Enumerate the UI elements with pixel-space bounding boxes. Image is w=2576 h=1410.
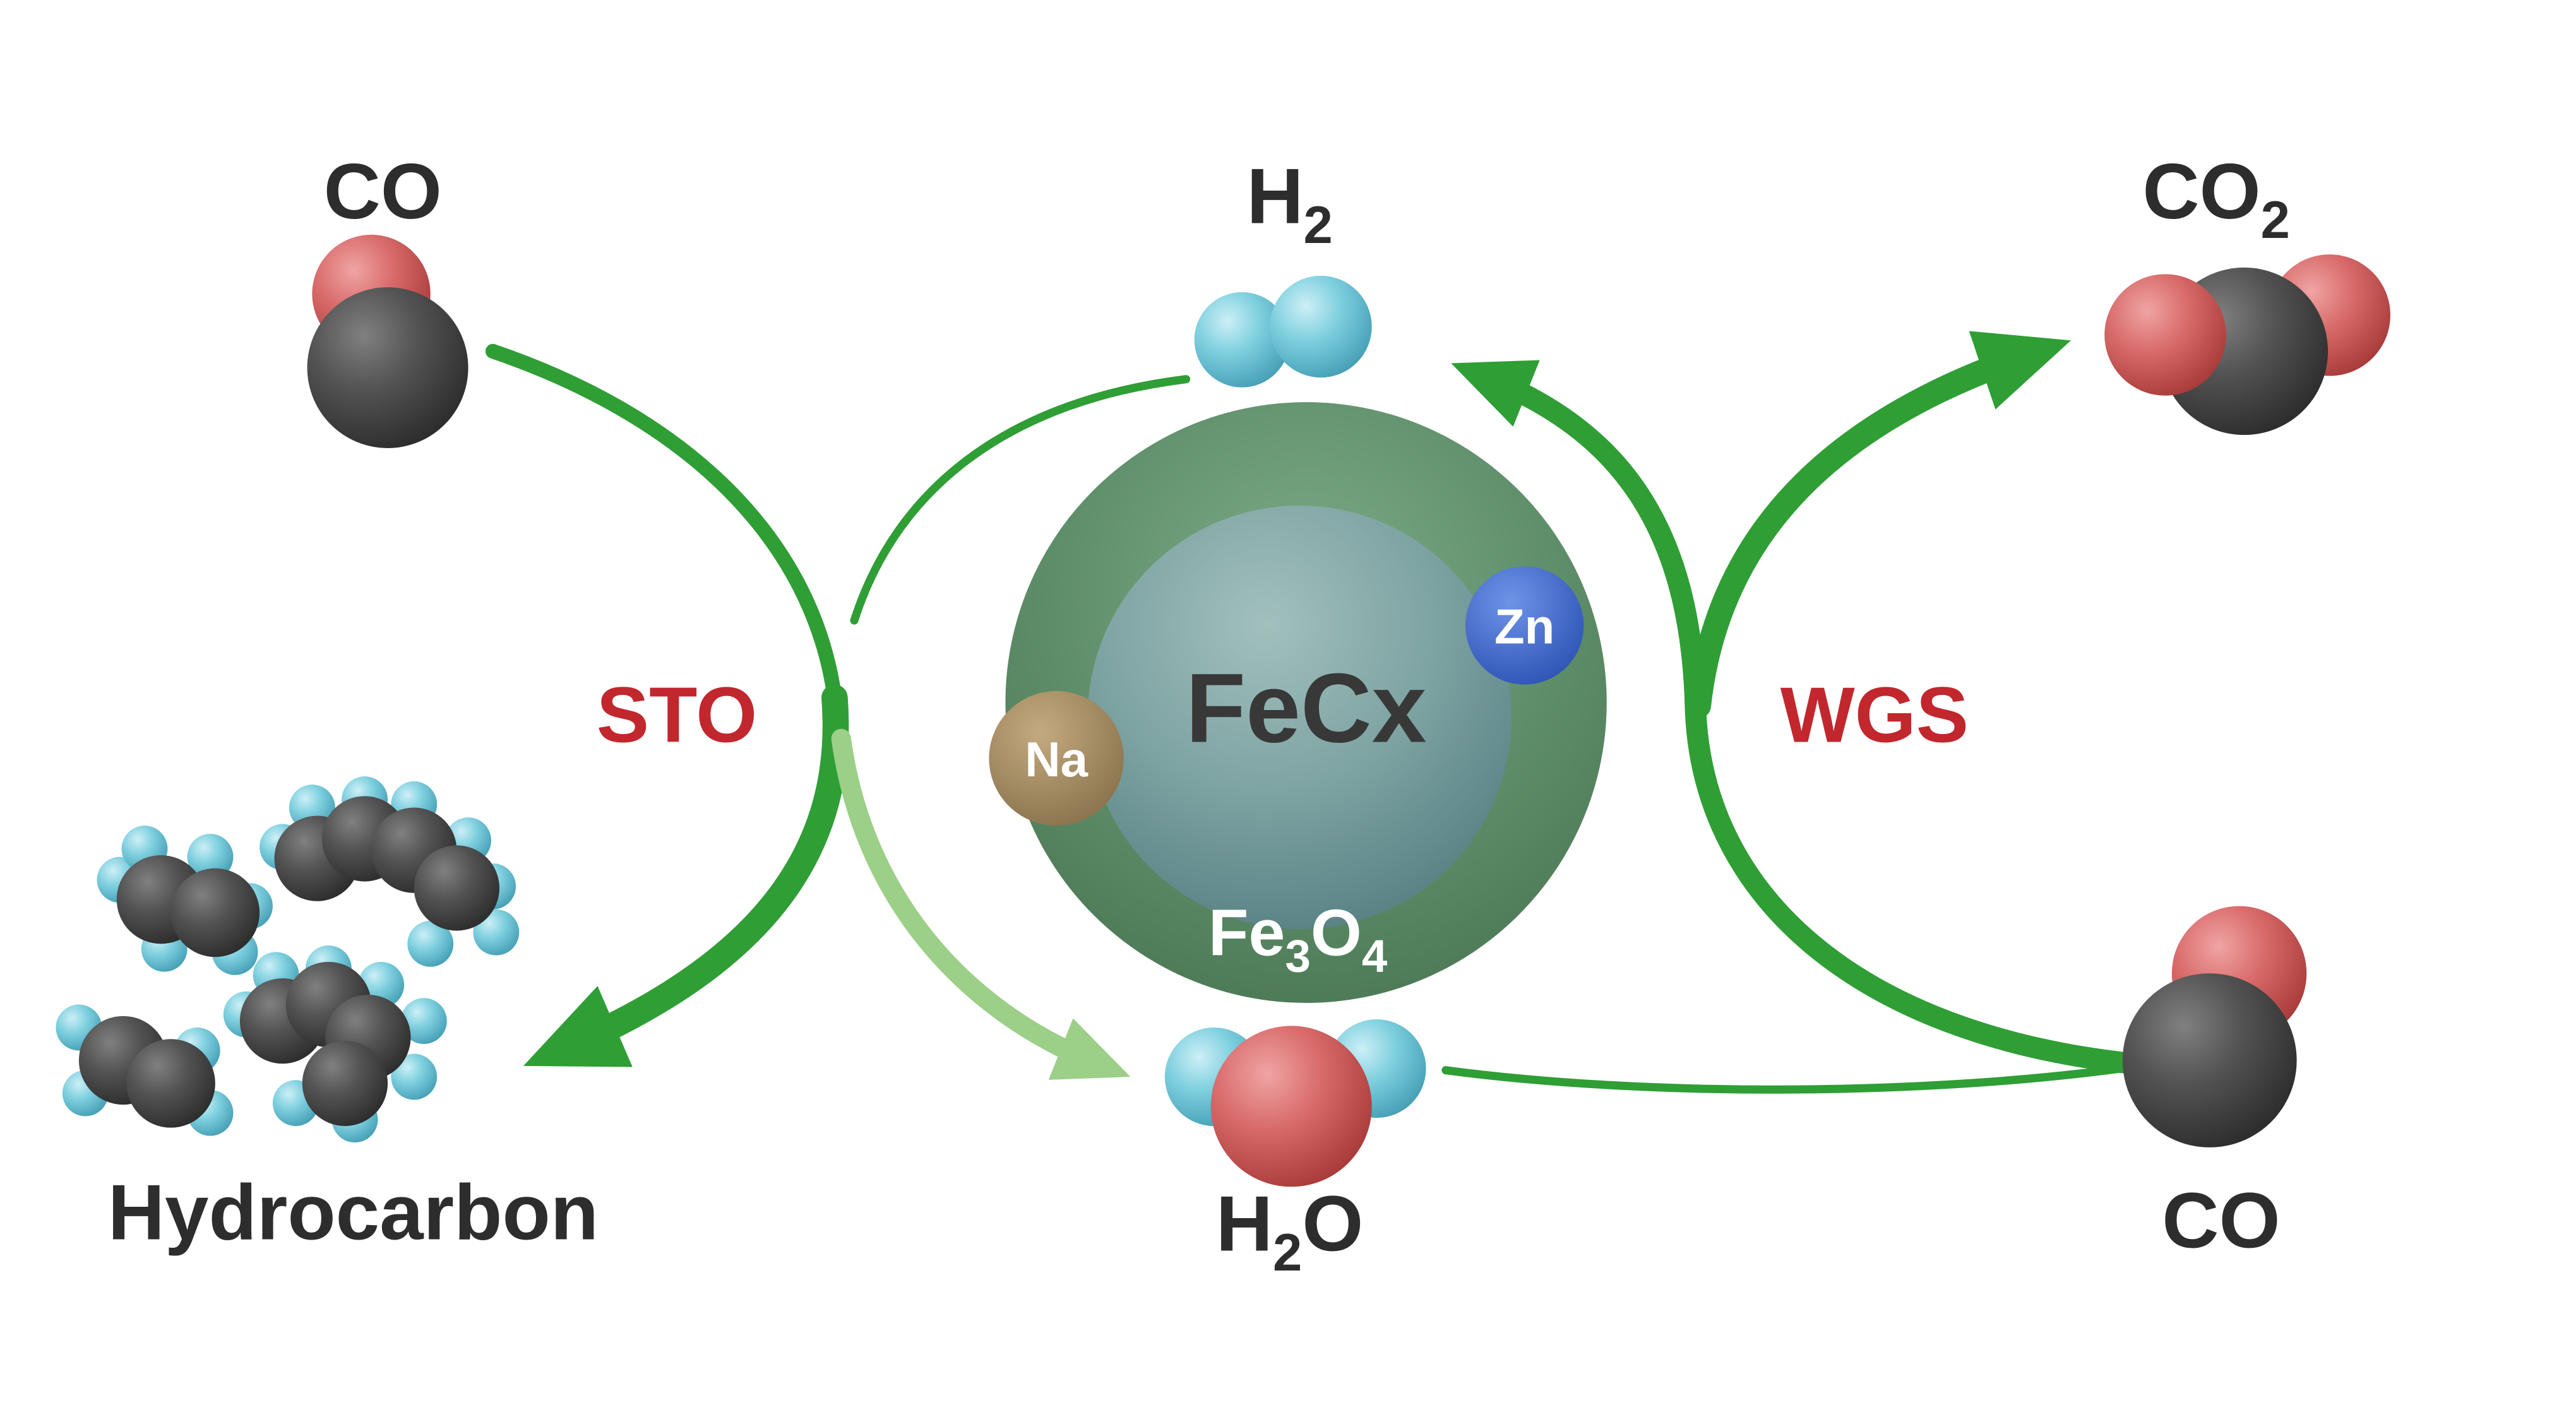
hydrogen-sphere	[400, 998, 447, 1045]
na-sphere	[989, 690, 1124, 826]
oxygen-sphere	[1210, 1026, 1372, 1187]
carbon-sphere	[414, 845, 500, 931]
carbon-sphere	[307, 287, 468, 448]
hydrocarbon-molecule	[56, 1004, 234, 1136]
co-molecule-top-left	[307, 234, 468, 448]
hydrogen-sphere	[187, 834, 234, 880]
h2o-label: H2O	[1216, 1180, 1364, 1282]
catalyst-core-fecx	[1087, 506, 1512, 929]
co-top-left-label: CO	[324, 148, 442, 235]
na-label: Na	[1025, 732, 1088, 787]
hydrogen-sphere	[407, 920, 454, 967]
h2o-molecule	[1164, 1019, 1426, 1187]
hydrocarbon-molecule	[97, 826, 273, 975]
co2-molecule	[2104, 254, 2390, 435]
carbon-sphere	[170, 868, 260, 957]
hydrogen-sphere	[1194, 292, 1290, 388]
carbon-sphere	[2122, 973, 2297, 1147]
wgs-reaction-label: WGS	[1780, 672, 1969, 759]
zn-sphere	[1465, 566, 1584, 685]
hydrogen-sphere	[473, 909, 520, 956]
co-bottom-right-label: CO	[2162, 1177, 2280, 1265]
h2-molecule	[1194, 275, 1372, 388]
sto-arrow-to-h2o	[831, 728, 1131, 1080]
hydrocarbon-cluster	[56, 776, 520, 1143]
hydrogen-sphere	[391, 1053, 438, 1100]
co2-label: CO2	[2142, 148, 2290, 249]
catalyst-particle: FeCx Fe3O4 Na Zn	[989, 402, 1607, 1004]
hydrocarbon-label: Hydrocarbon	[108, 1169, 599, 1257]
zn-label: Zn	[1494, 598, 1554, 654]
hydrocarbon-molecule	[259, 776, 520, 967]
wgs-arrow-to-h2	[1451, 360, 2144, 1075]
wgs-arc-from-co-to-h2o	[1441, 1062, 2137, 1094]
catalyst-shell-label: Fe3O4	[1208, 897, 1388, 982]
wgs-cycle-arrows	[1441, 331, 2144, 1094]
catalyst-core-label: FeCx	[1186, 654, 1427, 764]
h2-label: H2	[1246, 153, 1333, 254]
sto-arc-from-co	[485, 343, 842, 705]
na-promoter: Na	[989, 690, 1124, 826]
sto-cycle-arrows	[485, 343, 1191, 1080]
sto-arrow-to-hydrocarbon	[523, 684, 849, 1067]
sto-arc-from-h2	[850, 375, 1191, 625]
wgs-arrow-to-co2	[1686, 331, 2072, 718]
co-molecule-bottom-right	[2122, 906, 2307, 1147]
carbon-sphere	[302, 1040, 388, 1127]
sto-reaction-label: STO	[597, 672, 757, 759]
carbon-sphere	[126, 1039, 215, 1128]
zn-promoter: Zn	[1465, 566, 1584, 685]
oxygen-sphere	[2104, 274, 2226, 396]
hydrogen-sphere	[1270, 275, 1372, 378]
hydrocarbon-molecule	[223, 945, 447, 1143]
